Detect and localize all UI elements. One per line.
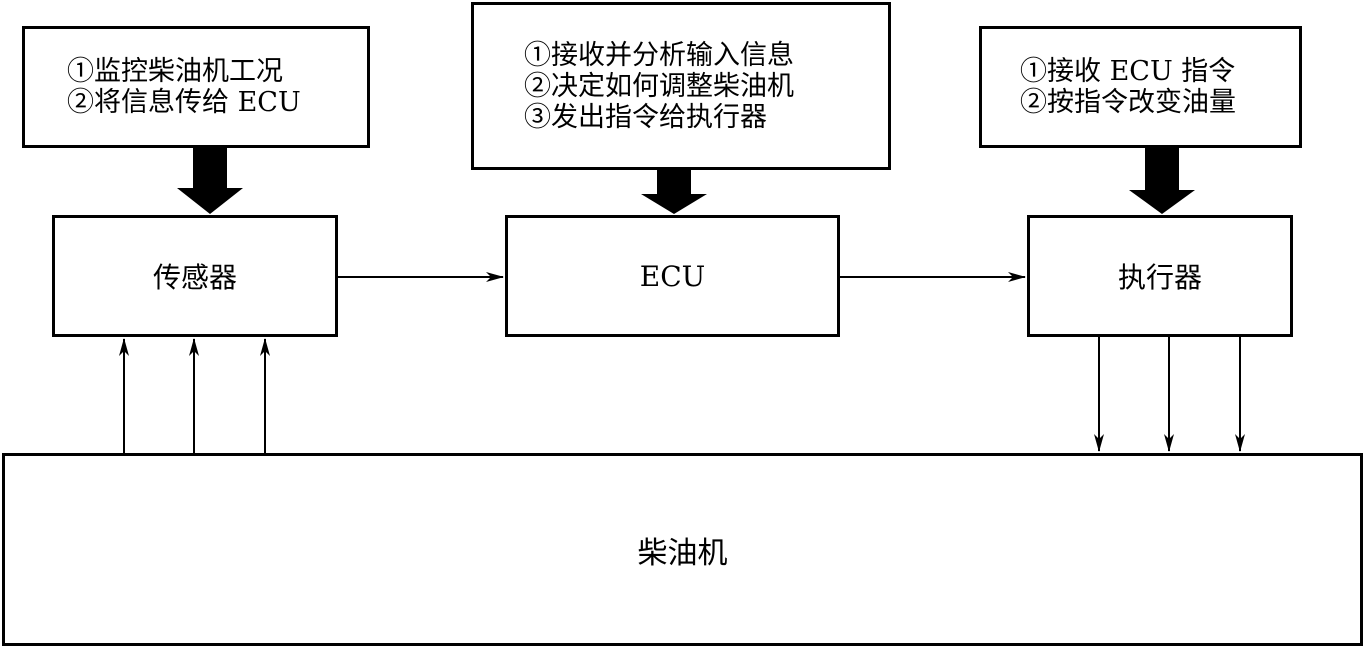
sensor-block: 传感器 [52,215,338,337]
ecu-block: ECU [505,215,840,337]
diesel-engine-block: 柴油机 [2,453,1363,646]
actuator-description-line-1: ①接收 ECU 指令 [1020,56,1236,87]
sensor-description-line-2: ②将信息传给 ECU [67,87,301,118]
actuator-description-box: ①接收 ECU 指令 ②按指令改变油量 [979,26,1302,148]
ecu-description-box: ①接收并分析输入信息 ②决定如何调整柴油机 ③发出指令给执行器 [471,2,891,170]
actuator-block: 执行器 [1027,215,1293,337]
ecu-description-thick-arrow [641,170,707,214]
ecu-description-line-2: ②决定如何调整柴油机 [524,70,794,102]
ecu-description-line-1: ①接收并分析输入信息 [524,39,794,71]
ecu-description-line-3: ③发出指令给执行器 [524,101,767,133]
sensor-description-thick-arrow [177,148,243,214]
sensor-description-box: ①监控柴油机工况 ②将信息传给 ECU [22,26,370,148]
actuator-label: 执行器 [1117,261,1202,294]
actuator-description-thick-arrow [1129,148,1195,214]
sensor-description-line-1: ①监控柴油机工况 [67,56,283,87]
sensor-label: 传感器 [152,261,237,294]
actuator-description-line-2: ②按指令改变油量 [1020,87,1236,118]
ecu-label: ECU [639,259,706,293]
diesel-engine-label: 柴油机 [637,535,728,571]
